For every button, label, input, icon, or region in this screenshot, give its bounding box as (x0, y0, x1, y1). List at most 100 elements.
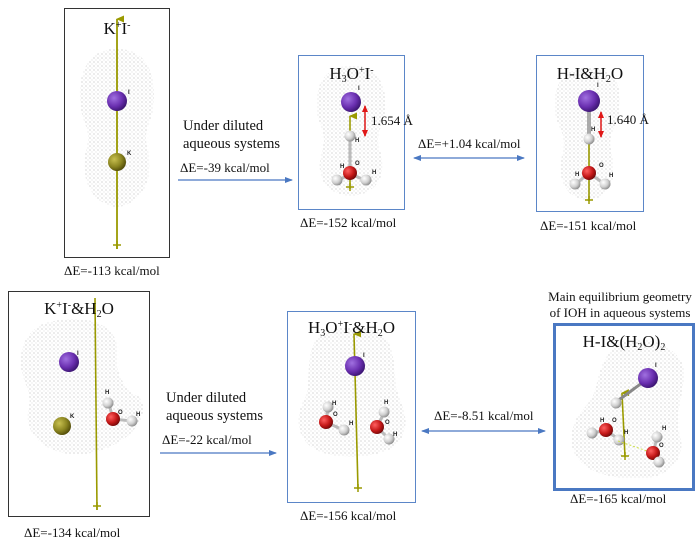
reaction-energy-2: ΔE=+1.04 kcal/mol (418, 136, 521, 151)
energy-h3o-i-h2o: ΔE=-156 kcal/mol (300, 508, 397, 523)
bond-distance: 1.654 Å (371, 113, 413, 128)
dipole-origin-cross (621, 452, 629, 460)
atom-label: H (393, 432, 397, 438)
atom-label: O (659, 443, 664, 449)
energy-hi-h2o: ΔE=-151 kcal/mol (540, 218, 637, 233)
iodine-atom (638, 368, 658, 388)
atom-label: H (591, 127, 595, 133)
atom-label: O (333, 412, 338, 418)
oxygen-atom (343, 166, 357, 180)
hydrogen-atom (378, 406, 390, 418)
oxygen-atom (370, 420, 384, 434)
dipole-origin-cross (346, 183, 354, 191)
molecule-h3o-i-h2o: I H O H H O H (298, 327, 406, 492)
reaction-energy-3: ΔE=-22 kcal/mol (162, 432, 252, 447)
panel-h3o-i: H3O+I- I H O H H 1.654 Å (298, 55, 413, 210)
hydrogen-atom (322, 401, 334, 413)
dipole-vector (621, 389, 630, 458)
atom-label: H (372, 170, 376, 176)
hydrogen-atom (586, 427, 598, 439)
condition-label: Under diluted aqueous systems (183, 118, 281, 152)
atom-label: H (105, 390, 109, 396)
atom-label: H (662, 426, 666, 432)
atom-label: H (355, 138, 359, 144)
atom-label: H (609, 173, 613, 179)
panel-hi-h2o: H-I&H2O I H O H H 1.640 Å (536, 55, 649, 212)
atom-label: O (385, 420, 390, 426)
hydrogen-atom (102, 397, 114, 409)
reaction-energy-1: ΔE=-39 kcal/mol (180, 160, 270, 175)
hydrogen-atom (331, 174, 343, 186)
iodine-atom (59, 352, 79, 372)
molecule-hi-2h2o: I H O H H O (571, 339, 685, 479)
molecule-hi-h2o: I H O H H (554, 68, 620, 204)
atom-label: O (355, 161, 360, 167)
potassium-atom (108, 153, 126, 171)
panel-title: H3O+I- (329, 64, 374, 85)
atom-label: I (358, 86, 360, 92)
dipole-origin-cross (93, 502, 101, 510)
panel-ki-h2o: K+I-&H2O I K H O H (8, 291, 150, 517)
iodine-atom (578, 90, 600, 112)
electron-density-surface (571, 339, 685, 479)
energy-hi-2h2o: ΔE=-165 kcal/mol (570, 491, 667, 506)
hydrogen-atom (599, 178, 611, 190)
atom-label: H (624, 430, 628, 436)
condition-label: Under diluted aqueous systems (166, 390, 264, 424)
iodine-atom (345, 356, 365, 376)
panel-title: H-I&H2O (556, 64, 624, 85)
atom-label: K (70, 414, 75, 420)
iodine-atom (341, 92, 361, 112)
hydrogen-atom (610, 397, 622, 409)
dipole-origin-cross (113, 241, 121, 249)
atom-label: I (128, 90, 130, 96)
atom-label: K (127, 151, 132, 157)
hydrogen-atom (338, 424, 350, 436)
molecule-ki: I K (79, 15, 155, 249)
atom-label: H (349, 421, 353, 427)
equilibrium-note: Main equilibrium geometry of IOH in aque… (548, 289, 692, 320)
atom-label: H (575, 172, 579, 178)
bond-distance: 1.640 Å (607, 112, 649, 127)
panel-title: K+I- (103, 19, 131, 38)
hydrogen-atom (383, 433, 395, 445)
hydrogen-atom (653, 456, 665, 468)
panel-ki: K+I- I K (64, 8, 170, 258)
energy-ki-h2o: ΔE=-134 kcal/mol (24, 525, 121, 540)
atom-label: H (332, 401, 336, 407)
panel-title: H3O+I-&H2O (308, 318, 395, 339)
atom-label: H (384, 400, 388, 406)
hydrogen-atom (613, 434, 625, 446)
oxygen-atom (319, 415, 333, 429)
potassium-atom (53, 417, 71, 435)
panel-hi-2h2o: H-I&(H2O)2 I H O H H O (553, 323, 695, 491)
hydrogen-atom (651, 431, 663, 443)
hydrogen-atom (126, 415, 138, 427)
oxygen-atom (582, 166, 596, 180)
panel-title: H-I&(H2O)2 (582, 332, 666, 353)
oxygen-atom (646, 446, 660, 460)
hydrogen-atom (583, 133, 595, 145)
oxygen-atom (106, 412, 120, 426)
molecule-ki-h2o: I K H O H (21, 297, 143, 511)
hydrogen-atom (360, 174, 372, 186)
atom-label: I (655, 363, 657, 369)
atom-label: I (597, 83, 599, 89)
atom-label: O (612, 418, 617, 424)
dipole-origin-cross (585, 196, 593, 204)
atom-label: H (136, 412, 140, 418)
hydrogen-atom (344, 130, 356, 142)
dipole-vector (94, 297, 98, 511)
iodine-atom (107, 91, 127, 111)
atom-label: O (599, 163, 604, 169)
atom-label: H (340, 164, 344, 170)
atom-label: I (77, 351, 79, 357)
panel-h3o-i-h2o: H3O+I-&H2O I H O H H O H (287, 311, 416, 503)
molecule-h3o-i: I H O H H (316, 66, 386, 196)
oxygen-atom (599, 423, 613, 437)
energy-h3o-i: ΔE=-152 kcal/mol (300, 215, 397, 230)
